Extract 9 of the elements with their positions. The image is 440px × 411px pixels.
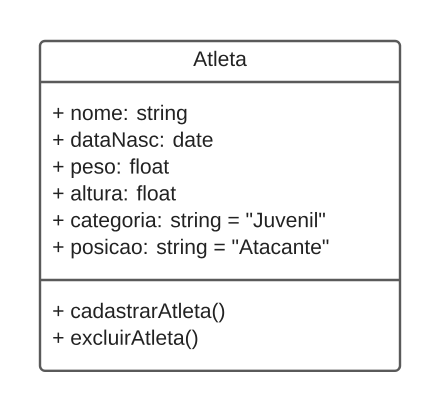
attribute-text: + nome: string <box>53 104 186 124</box>
attribute-text: + dataNasc: date <box>53 132 213 147</box>
attribute-text: + categoria: string = "Juvenil" <box>53 212 325 232</box>
attribute-text: + altura: float <box>53 185 176 201</box>
class-name: Atleta <box>193 50 247 66</box>
attribute-text: + posicao: string = "Atacante" <box>53 238 328 258</box>
method-text: + cadastrarAtleta() <box>53 302 224 322</box>
method-text: + excluirAtleta() <box>53 330 198 350</box>
attribute-text: + peso: float <box>53 158 169 178</box>
